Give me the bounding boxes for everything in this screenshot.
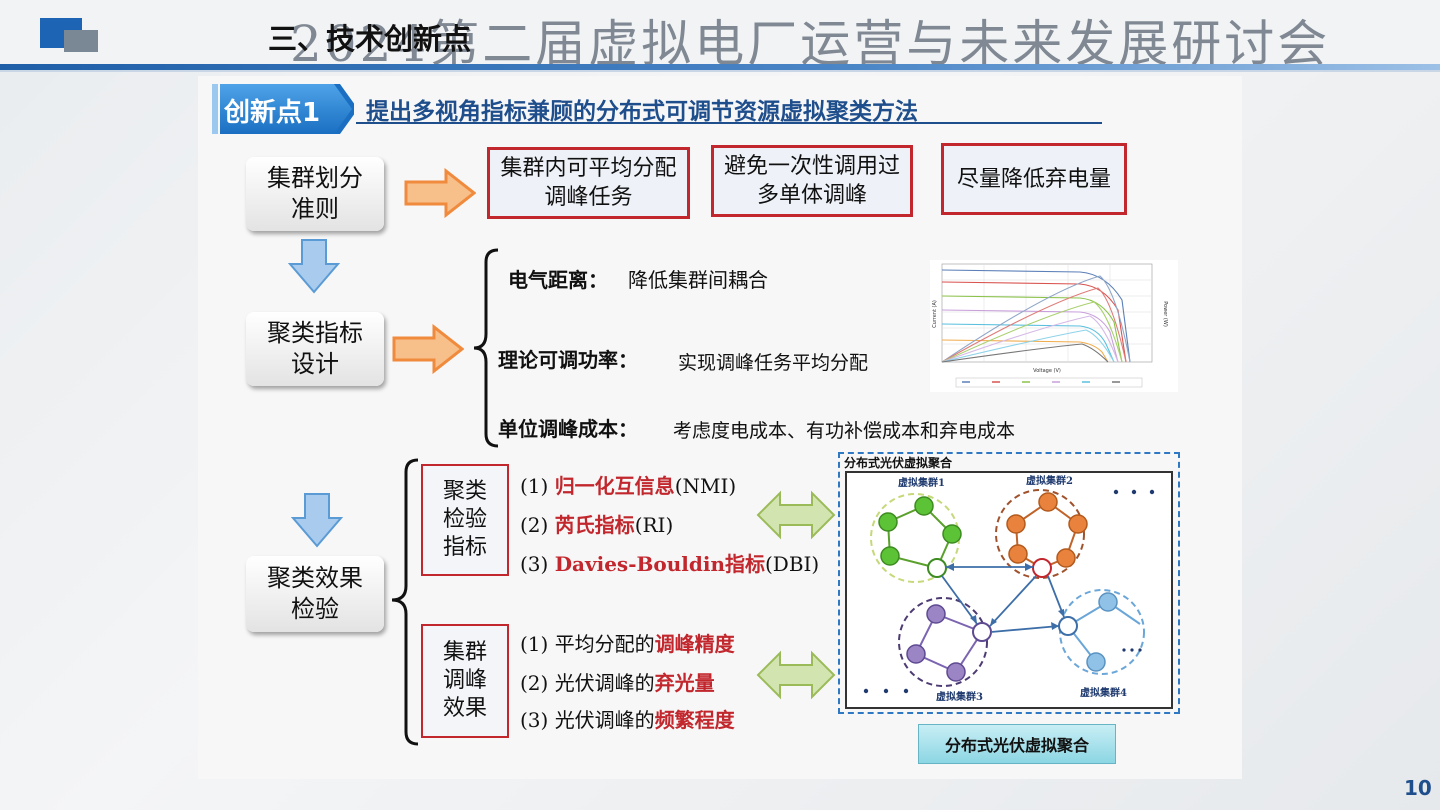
cluster-group-label: 虚拟集群1 bbox=[898, 476, 945, 489]
flow-step-validation-label: 聚类效果检验 bbox=[267, 564, 363, 623]
cluster-diagram-frame bbox=[838, 452, 1180, 714]
flow-step-indicator-label: 聚类指标设计 bbox=[267, 319, 363, 378]
indicator-desc: 降低集群间耦合 bbox=[628, 268, 768, 292]
peak-effect-box: 集群调峰效果 bbox=[421, 624, 509, 738]
headline-underline bbox=[356, 122, 1102, 124]
peak-effect-label: 集群调峰效果 bbox=[442, 640, 487, 721]
header-divider-thin bbox=[0, 70, 1440, 72]
criterion-box: 避免一次性调用过多单体调峰 bbox=[711, 145, 913, 217]
header-divider bbox=[0, 64, 1440, 70]
conference-watermark: 2024第二届虚拟电厂运营与未来发展研讨会 bbox=[290, 15, 1331, 73]
metric-item-name: Davies-Bouldin指标 bbox=[554, 552, 765, 576]
iv-chart-legend bbox=[955, 377, 1143, 388]
indicator-name: 理论可调功率： bbox=[498, 348, 638, 372]
criterion-text: 集群内可平均分配调峰任务 bbox=[500, 156, 677, 210]
effect-item-prefix: (3) 光伏调峰的 bbox=[520, 708, 655, 732]
logo-block-gray bbox=[64, 30, 98, 52]
criterion-box: 集群内可平均分配调峰任务 bbox=[487, 147, 690, 219]
validation-brace bbox=[391, 458, 419, 746]
iv-curve-chart: Voltage (V) Current (A) Power (W) bbox=[930, 260, 1178, 392]
metric-item: (3) Davies-Bouldin指标(DBI) bbox=[520, 548, 819, 577]
indicator-brace bbox=[473, 248, 499, 448]
double-arrow-icon bbox=[756, 650, 836, 700]
flow-step-indicator-design: 聚类指标设计 bbox=[246, 312, 384, 386]
iv-chart-ylabel-left: Current (A) bbox=[932, 300, 938, 328]
down-arrow-icon bbox=[290, 493, 344, 548]
indicator-desc: 考虑度电成本、有功补偿成本和弃电成本 bbox=[673, 420, 1016, 442]
flow-step-criteria-label: 集群划分准则 bbox=[267, 164, 363, 223]
down-arrow-icon bbox=[287, 239, 341, 294]
iv-chart-ylabel-right: Power (W) bbox=[1162, 301, 1168, 327]
criterion-text: 尽量降低弃电量 bbox=[956, 166, 1111, 192]
effect-item: (2) 光伏调峰的弃光量 bbox=[520, 667, 715, 696]
criterion-text: 避免一次性调用过多单体调峰 bbox=[723, 154, 900, 208]
metric-item-index: (2) bbox=[520, 513, 555, 537]
section-title: 三、技术创新点 bbox=[268, 22, 472, 56]
cluster-diagram: 分布式光伏虚拟聚合 虚拟集群1 虚拟集群2 虚拟集群3 虚拟集群4 bbox=[844, 455, 1173, 709]
double-arrow-icon bbox=[756, 490, 836, 540]
metric-item-name: 归一化互信息 bbox=[554, 474, 675, 498]
innovation-tag-shape bbox=[212, 84, 354, 134]
innovation-headline: 提出多视角指标兼顾的分布式可调节资源虚拟聚类方法 bbox=[366, 99, 918, 125]
effect-item-name: 频繁程度 bbox=[654, 708, 735, 732]
effect-item-name: 弃光量 bbox=[654, 671, 715, 695]
title-bar bbox=[0, 0, 1440, 70]
indicator-name: 电气距离： bbox=[508, 268, 608, 292]
cluster-diagram-caption: 分布式光伏虚拟聚合 bbox=[918, 724, 1116, 764]
right-arrow-icon bbox=[404, 168, 476, 218]
innovation-tag-label: 创新点1 bbox=[224, 98, 321, 128]
metric-item-index: (1) bbox=[520, 474, 555, 498]
metric-item: (1) 归一化互信息(NMI) bbox=[520, 470, 736, 499]
indicator-name: 单位调峰成本： bbox=[498, 417, 638, 441]
metric-item: (2) 芮氏指标(RI) bbox=[520, 509, 673, 538]
indicator-desc: 实现调峰任务平均分配 bbox=[678, 352, 869, 374]
effect-item: (3) 光伏调峰的频繁程度 bbox=[520, 704, 735, 733]
effect-item-name: 调峰精度 bbox=[654, 632, 735, 656]
metric-item-name: 芮氏指标 bbox=[554, 513, 635, 537]
effect-item-prefix: (2) 光伏调峰的 bbox=[520, 671, 655, 695]
metric-item-index: (3) bbox=[520, 552, 555, 576]
metric-item-abbr: (DBI) bbox=[765, 552, 820, 576]
criterion-box: 尽量降低弃电量 bbox=[941, 143, 1127, 215]
effect-item-prefix: (1) 平均分配的 bbox=[520, 632, 655, 656]
right-arrow-icon bbox=[392, 324, 464, 374]
metric-item-abbr: (NMI) bbox=[674, 474, 737, 498]
flow-step-validation: 聚类效果检验 bbox=[246, 556, 384, 632]
effect-item: (1) 平均分配的调峰精度 bbox=[520, 628, 735, 657]
iv-chart-xlabel: Voltage (V) bbox=[1033, 368, 1061, 374]
metric-item-abbr: (RI) bbox=[634, 513, 674, 537]
flow-step-criteria: 集群划分准则 bbox=[246, 157, 384, 231]
page-number: 10 bbox=[1404, 776, 1432, 800]
cluster-diagram-title: 分布式光伏虚拟聚合 bbox=[844, 455, 953, 470]
cluster-group-label: 虚拟集群4 bbox=[1080, 686, 1127, 699]
cluster-group-label: 虚拟集群3 bbox=[936, 690, 983, 703]
validation-metric-label: 聚类检验指标 bbox=[442, 479, 487, 560]
validation-metric-box: 聚类检验指标 bbox=[421, 464, 509, 576]
cluster-group-label: 虚拟集群2 bbox=[1026, 474, 1073, 487]
